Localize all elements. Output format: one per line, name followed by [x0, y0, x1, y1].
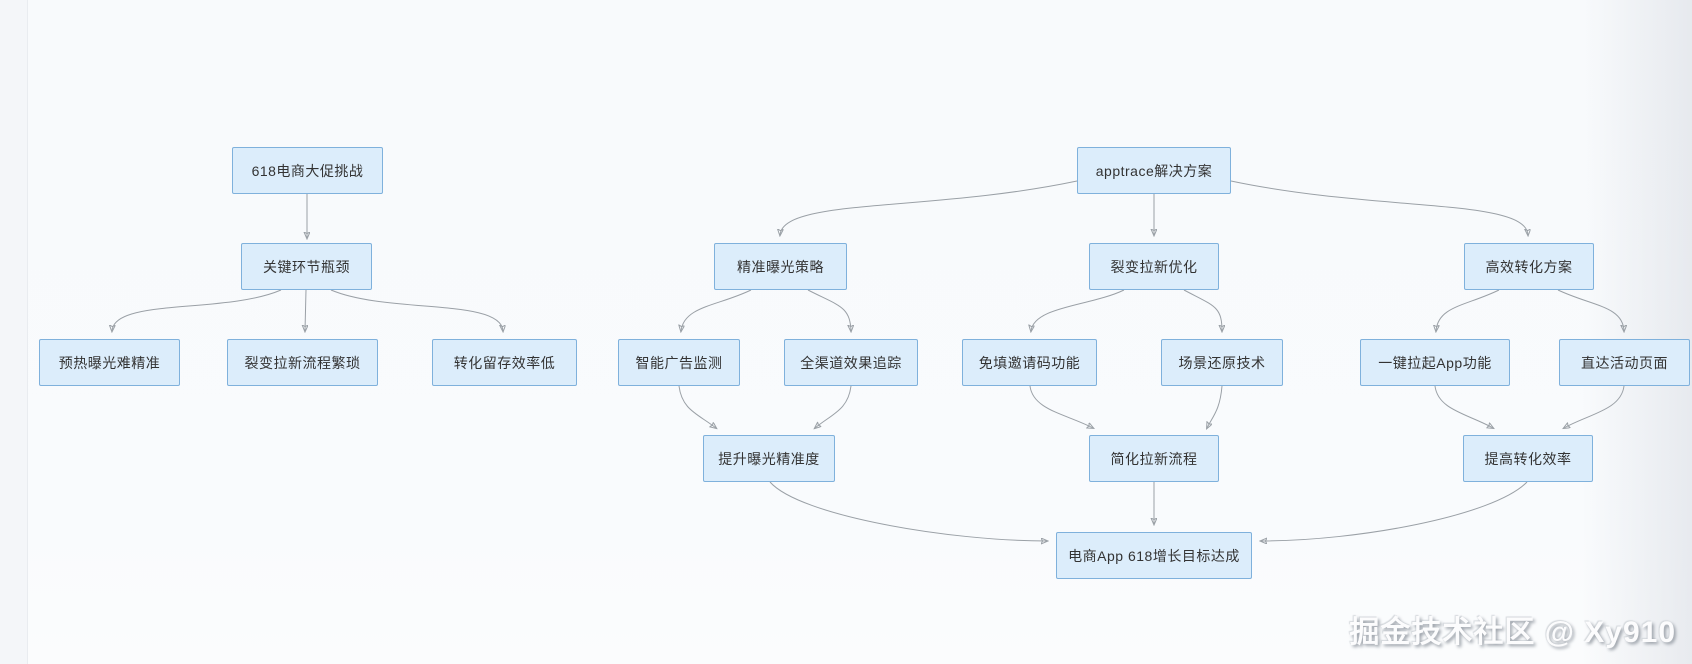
- edge-S-P3: [1230, 180, 1528, 235]
- edge-Q1-R1: [678, 385, 716, 428]
- node-preheat-exposure-imprecise: 预热曝光难精准: [39, 339, 180, 386]
- left-margin-strip: [0, 0, 28, 664]
- edge-P1-Q1: [681, 289, 752, 331]
- node-key-bottleneck: 关键环节瓶颈: [241, 243, 372, 290]
- node-scene-restore-tech: 场景还原技术: [1161, 339, 1283, 386]
- edge-B-C3: [330, 289, 503, 331]
- node-one-tap-app-launch: 一键拉起App功能: [1360, 339, 1510, 386]
- node-fission-optimization: 裂变拉新优化: [1089, 243, 1219, 290]
- node-improve-exposure-precision: 提升曝光精准度: [703, 435, 835, 482]
- edge-Q5-R3: [1434, 385, 1493, 428]
- edge-R1-F: [769, 481, 1047, 541]
- node-omnichannel-tracking: 全渠道效果追踪: [784, 339, 918, 386]
- edge-P3-Q5: [1436, 289, 1500, 331]
- edge-B-C1: [112, 289, 282, 331]
- edge-P2-Q3: [1031, 289, 1125, 331]
- edge-Q4-R2: [1207, 385, 1223, 428]
- node-efficient-conversion-plan: 高效转化方案: [1464, 243, 1594, 290]
- node-apptrace-solution: apptrace解决方案: [1077, 147, 1231, 194]
- node-fission-process-complex: 裂变拉新流程繁琐: [227, 339, 378, 386]
- node-simplify-fission-flow: 简化拉新流程: [1089, 435, 1219, 482]
- edge-Q2-R1: [815, 385, 852, 428]
- node-618-growth-goal-achieved: 电商App 618增长目标达成: [1056, 532, 1252, 579]
- watermark-text: 掘金技术社区 @ Xy910: [1349, 616, 1676, 649]
- edge-P2-Q4: [1183, 289, 1222, 331]
- edge-P1-Q2: [807, 289, 851, 331]
- node-no-invite-code-feature: 免填邀请码功能: [962, 339, 1097, 386]
- edge-P3-Q6: [1557, 289, 1624, 331]
- node-direct-activity-page: 直达活动页面: [1559, 339, 1690, 386]
- node-improve-conversion-rate: 提高转化效率: [1463, 435, 1593, 482]
- edge-Q6-R3: [1564, 385, 1625, 428]
- edge-B-C2: [305, 289, 306, 331]
- node-smart-ad-monitoring: 智能广告监测: [618, 339, 740, 386]
- edge-S-P1: [780, 180, 1078, 235]
- edge-Q3-R2: [1029, 385, 1093, 428]
- node-conversion-retention-low: 转化留存效率低: [432, 339, 577, 386]
- node-618-promo-challenge: 618电商大促挑战: [232, 147, 383, 194]
- edge-R3-F: [1261, 481, 1528, 541]
- node-precise-exposure-strategy: 精准曝光策略: [714, 243, 847, 290]
